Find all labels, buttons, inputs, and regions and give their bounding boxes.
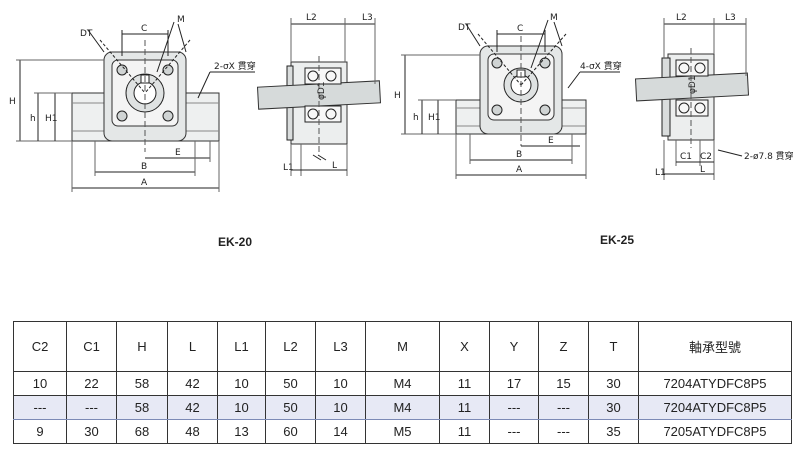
ek25-h-label: H [394, 91, 401, 101]
header-z: Z [538, 321, 589, 372]
ek25-hole-note: 4-σX 貫穿 [580, 60, 622, 72]
ek20-dt-label: DT [80, 29, 93, 39]
table-cell: --- [489, 419, 539, 444]
ek20-l2-label: L2 [306, 13, 317, 23]
ek25-front-view [401, 19, 620, 179]
ek25-h1-label: H1 [428, 113, 441, 123]
table-cell: 58 [116, 371, 168, 396]
table-cell: 48 [167, 419, 218, 444]
table-cell: 10 [315, 371, 366, 396]
table-cell: 10 [13, 371, 67, 396]
table-cell: --- [538, 419, 589, 444]
table-cell: 58 [116, 395, 168, 420]
header-t: T [588, 321, 639, 372]
table-cell: 15 [538, 371, 589, 396]
ek20-c-label: C [141, 24, 147, 34]
header-y: Y [489, 321, 539, 372]
ek20-b-label: B [141, 162, 147, 172]
table-cell: 42 [167, 371, 218, 396]
table-cell: 68 [116, 419, 168, 444]
header-c2: C2 [13, 321, 67, 372]
table-cell: 10 [315, 395, 366, 420]
table-cell: --- [13, 395, 67, 420]
ek20-l3-label: L3 [362, 13, 373, 23]
table-cell: 10 [217, 371, 266, 396]
table-cell: 11 [439, 395, 490, 420]
ek20-h-label: H [9, 97, 16, 107]
table-cell: 30 [66, 419, 117, 444]
header-x: X [439, 321, 490, 372]
header-h: H [116, 321, 168, 372]
table-cell: --- [66, 395, 117, 420]
header-bearing-model: 軸承型號 [638, 321, 792, 372]
header-c1: C1 [66, 321, 117, 372]
ek20-h-small-label: h [30, 114, 36, 124]
table-cell: 11 [439, 371, 490, 396]
table-cell: 30 [588, 371, 639, 396]
table-cell: 10 [217, 395, 266, 420]
table-cell: 42 [167, 395, 218, 420]
table-cell: 30 [588, 395, 639, 420]
ek25-side-view [634, 18, 750, 180]
ek25-l2-label: L2 [676, 13, 687, 23]
table-cell: 17 [489, 371, 539, 396]
ek20-l-label: L [332, 161, 337, 171]
ek25-l1-label: L1 [655, 168, 666, 178]
ek25-e-label: E [548, 136, 554, 146]
ek25-model-label: EK-25 [600, 233, 635, 247]
ek25-dt-label: DT [458, 23, 471, 33]
table-cell: --- [489, 395, 539, 420]
table-cell: 9 [13, 419, 67, 444]
table-cell: 11 [439, 419, 490, 444]
ek25-l-label: L [700, 165, 705, 175]
table-cell: M4 [365, 395, 440, 420]
header-l1: L1 [217, 321, 266, 372]
table-cell: 60 [265, 419, 316, 444]
ek20-h1-label: H1 [45, 114, 58, 124]
table-row: 9 30 68 48 13 60 14 M5 11 --- --- 35 720… [13, 419, 792, 444]
ek25-d1-label: φD1 [688, 75, 698, 94]
ek20-hole-note: 2-σX 貫穿 [214, 60, 256, 72]
ek20-m-label: M [177, 15, 185, 25]
ek25-pin-note: 2-ø7.8 貫穿 [744, 150, 794, 162]
technical-drawings: DT C M 2-σX 貫穿 H h H1 E B A [9, 13, 794, 249]
specification-table: C2 C1 H L L1 L2 L3 M X Y Z T 軸承型號 10 22 … [13, 321, 792, 444]
header-l: L [167, 321, 218, 372]
ek25-a-label: A [516, 165, 523, 175]
header-l3: L3 [315, 321, 366, 372]
table-cell: 35 [588, 419, 639, 444]
table-cell: 7204ATYDFC8P5 [638, 371, 792, 396]
ek25-b-label: B [516, 150, 522, 160]
table-cell: M5 [365, 419, 440, 444]
ek25-l3-label: L3 [725, 13, 736, 23]
table-cell: 14 [315, 419, 366, 444]
table-cell: 50 [265, 371, 316, 396]
ek25-c2-label: C2 [700, 152, 712, 162]
ek20-a-label: A [141, 178, 148, 188]
header-m: M [365, 321, 440, 372]
ek25-c-label: C [517, 24, 523, 34]
drawings-canvas: DT C M 2-σX 貫穿 H h H1 E B A [9, 13, 794, 192]
table-cell: M4 [365, 371, 440, 396]
ek20-front-view [16, 21, 255, 192]
ek25-m-label: M [550, 13, 558, 23]
ek20-d1-label: φD1 [317, 81, 327, 100]
table-cell: 13 [217, 419, 266, 444]
table-header-row: C2 C1 H L L1 L2 L3 M X Y Z T 軸承型號 [13, 321, 792, 372]
ek20-e-label: E [175, 148, 181, 158]
table-cell: 7205ATYDFC8P5 [638, 419, 792, 444]
ek20-model-label: EK-20 [218, 235, 253, 249]
table-cell: --- [538, 395, 589, 420]
table-cell: 50 [265, 395, 316, 420]
table-row: 10 22 58 42 10 50 10 M4 11 17 15 30 7204… [13, 371, 792, 396]
table-cell: 22 [66, 371, 117, 396]
table-row: --- --- 58 42 10 50 10 M4 11 --- --- 30 … [13, 395, 792, 420]
ek20-l1-label: L1 [283, 163, 294, 173]
ek25-c1-label: C1 [680, 152, 692, 162]
ek20-side-view [256, 18, 382, 176]
header-l2: L2 [265, 321, 316, 372]
table-cell: 7204ATYDFC8P5 [638, 395, 792, 420]
ek25-h-small-label: h [413, 113, 419, 123]
